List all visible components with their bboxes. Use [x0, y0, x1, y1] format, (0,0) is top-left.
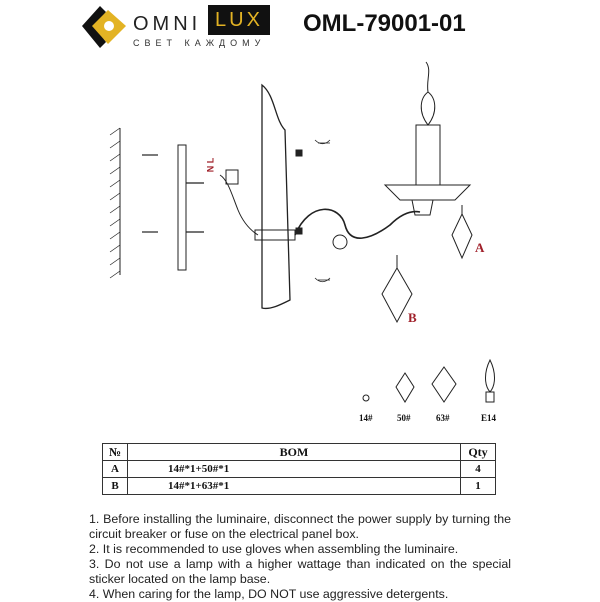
part-label-50: 50# [397, 413, 411, 423]
candle-cup [383, 184, 472, 201]
label-b: B [408, 310, 417, 325]
row-bom: 14#*1+63#*1 [127, 477, 461, 495]
note-3: 3. Do not use a lamp with a higher watta… [89, 557, 511, 586]
part-label-14: 14# [359, 413, 373, 423]
instructions: 1. Before installing the luminaire, disc… [89, 512, 511, 602]
part-label-e14: E14 [481, 413, 497, 423]
note-2: 2. It is recommended to use gloves when … [89, 542, 459, 556]
assembly-drawing [109, 61, 495, 403]
row-qty: 1 [460, 477, 496, 495]
row-no: B [102, 477, 128, 495]
row-no: A [102, 460, 128, 478]
arm [294, 208, 421, 239]
bom-table: № BOM Qty A 14#*1+50#*1 4 B 14#*1+63#*1 … [102, 443, 496, 495]
candle [415, 124, 441, 186]
wire-label: N L [205, 157, 216, 173]
table-row: B 14#*1+63#*1 1 [102, 477, 496, 495]
table-row: A 14#*1+50#*1 4 [102, 460, 496, 478]
crystal-b [381, 255, 413, 324]
omnilux-logo-icon [82, 6, 126, 48]
rotation-arrows [314, 139, 331, 283]
wall-hatching [109, 127, 121, 279]
row-bom: 14#*1+50#*1 [127, 460, 461, 478]
note-1: 1. Before installing the luminaire, disc… [89, 512, 511, 541]
table-header-row: № BOM Qty [102, 443, 496, 461]
backplate [261, 83, 291, 310]
parts-legend [362, 358, 495, 403]
part-label-63: 63# [436, 413, 450, 423]
bulb [420, 91, 436, 126]
row-qty: 4 [460, 460, 496, 478]
mounting-plate [177, 144, 187, 271]
header-bom: BOM [127, 443, 461, 461]
logo-lux-text: LUX [208, 5, 270, 35]
header-no: № [102, 443, 128, 461]
label-a: A [475, 240, 485, 255]
logo-tagline: СВЕТ КАЖДОМУ [133, 38, 266, 48]
terminal-block [225, 169, 239, 185]
wall-anchors [142, 154, 204, 233]
note-4: 4. When caring for the lamp, DO NOT use … [89, 587, 449, 601]
logo-omni-text: OMNI [133, 13, 202, 35]
header-qty: Qty [460, 443, 496, 461]
model-number: OML-79001-01 [303, 10, 466, 37]
crystal-a [451, 205, 473, 260]
